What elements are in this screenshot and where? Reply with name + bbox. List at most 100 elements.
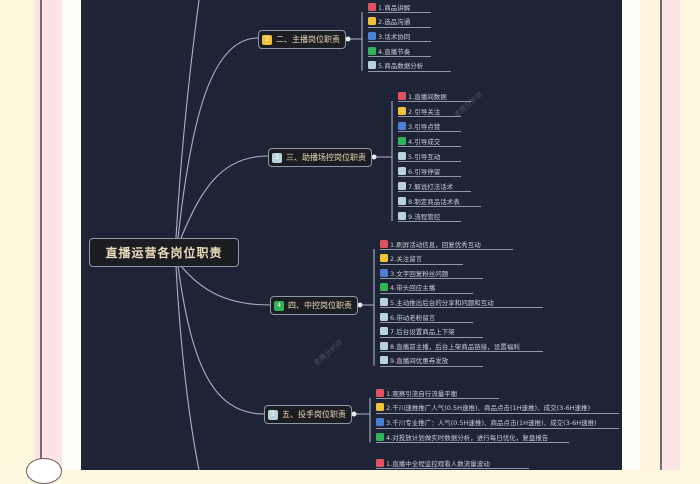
branch-number-icon: 5 (268, 409, 278, 420)
leaf-item[interactable]: 6.引导停留 (398, 165, 461, 177)
collapse-handle[interactable] (345, 36, 351, 42)
priority-badge-icon (376, 403, 384, 412)
leaf-item[interactable]: 1.商品讲解 (368, 1, 431, 13)
leaf-item[interactable]: 8.制定商品话术表 (398, 195, 481, 207)
leaf-item[interactable]: 6.带动老粉留言 (380, 311, 473, 323)
priority-badge-icon (398, 166, 406, 175)
priority-badge-icon (368, 17, 376, 26)
branch-node[interactable]: 4 四、中控岗位职责 (270, 296, 358, 315)
leaf-item[interactable]: 3.话术协同 (368, 30, 431, 43)
leaf-label: 5.主动推出后台的分享和问题和互动 (390, 298, 494, 307)
priority-badge-icon (368, 31, 376, 40)
connector-branch-5 (177, 265, 265, 415)
priority-badge-icon (368, 61, 376, 70)
collapse-handle[interactable] (357, 302, 363, 308)
branch-number-icon: 3 (272, 152, 282, 163)
leaf-label: 2.千川速推推广人气(0.5H速推)、商品点击(1H速推)、成交(3-6H速推) (386, 404, 591, 413)
priority-badge-icon (376, 458, 384, 467)
pink-stripe-right (662, 0, 680, 470)
leaf-label: 3.文字回复粉丝问题 (390, 269, 449, 278)
leaf-label: 3.引导点赞 (408, 122, 441, 131)
branch-label: 四、中控岗位职责 (288, 301, 352, 310)
cream-border-left (0, 0, 35, 470)
leaf-label: 4.直播节奏 (378, 47, 411, 56)
leaf-item[interactable]: 2.选品沟通 (368, 16, 431, 28)
leaf-doodle (26, 458, 62, 484)
binder-line-right (660, 0, 662, 470)
priority-badge-icon (380, 297, 388, 306)
leaf-label: 8.直播前主播，后台上架商品链接，设置福利 (390, 342, 520, 351)
leaf-item[interactable]: 5.主动推出后台的分享和问题和互动 (380, 296, 543, 309)
priority-badge-icon (398, 91, 406, 100)
branch-number-icon: 2 (262, 34, 272, 45)
leaf-item[interactable]: 9.直播间优惠券发放 (380, 355, 483, 367)
connector-lines (175, 0, 393, 470)
priority-badge-icon (376, 418, 384, 427)
connector-branch-2 (177, 37, 259, 239)
leaf-item[interactable]: 4.对投放计划做实时数据分析，进行每日优化，复盘报告 (376, 431, 569, 444)
branch-number-icon: 4 (274, 300, 284, 311)
leaf-label: 2.关注留言 (390, 255, 423, 264)
white-margin-left (62, 0, 81, 470)
leaf-item[interactable]: 1.直播间数据 (398, 90, 471, 102)
leaf-item[interactable]: 2.关注留言 (380, 253, 463, 265)
leaf-item[interactable]: 2.引导关注 (398, 105, 461, 117)
leaf-label: 5.商品数据分析 (378, 62, 424, 71)
leaf-label: 1.观察引流自行流量平衡 (386, 389, 458, 398)
leaf-label: 1.商品讲解 (378, 3, 411, 12)
collapse-handle[interactable] (351, 411, 357, 417)
priority-badge-icon (368, 2, 376, 11)
priority-badge-icon (380, 268, 388, 277)
priority-badge-icon (380, 254, 388, 263)
branch-node[interactable]: 3 三、助播场控岗位职责 (268, 148, 372, 167)
leaf-label: 5.引导互动 (408, 152, 441, 161)
priority-badge-icon (380, 341, 388, 350)
leaf-item[interactable]: 1.刷屏活动信息，回复优秀互动 (380, 238, 513, 250)
priority-badge-icon (368, 46, 376, 55)
white-margin-right (622, 0, 640, 470)
leaf-item[interactable]: 4.直播节奏 (368, 45, 431, 58)
leaf-item[interactable]: 5.商品数据分析 (368, 60, 451, 72)
leaf-item[interactable]: 4.引导成交 (398, 135, 461, 147)
leaf-label: 8.制定商品话术表 (408, 197, 460, 206)
binder-line-left (40, 0, 42, 470)
leaf-label: 6.引导停留 (408, 167, 441, 176)
leaf-label: 6.带动老粉留言 (390, 313, 436, 322)
leaf-item[interactable]: 7.后台设置商品上下架 (380, 326, 483, 338)
leaf-label: 1.直播中全程监控观看人数流量波动 (386, 459, 490, 468)
leaf-item[interactable]: 3.千川专业推广：人气(0.5H速推)、商品点击(1H速推)、成交(3-6H速推… (376, 417, 619, 429)
priority-badge-icon (398, 211, 406, 220)
priority-badge-icon (376, 388, 384, 397)
collapse-handle[interactable] (371, 154, 377, 160)
pink-stripe-left (35, 0, 62, 470)
leaf-item[interactable]: 3.文字回复粉丝问题 (380, 267, 483, 280)
leaf-label: 2.选品沟通 (378, 18, 411, 27)
bracket-line (372, 101, 393, 221)
root-node[interactable]: 直播运营各岗位职责 (89, 238, 239, 267)
leaf-item[interactable]: 1.观察引流自行流量平衡 (376, 387, 499, 399)
leaf-item[interactable]: 8.直播前主播，后台上架商品链接，设置福利 (380, 340, 543, 353)
leaf-label: 4.引导成交 (408, 137, 441, 146)
leaf-item[interactable]: 4.带头回应主播 (380, 282, 473, 294)
leaf-label: 9.流程管控 (408, 212, 441, 221)
leaf-item[interactable]: 9.流程管控 (398, 210, 461, 222)
leaf-label: 4.带头回应主播 (390, 284, 436, 293)
leaf-item[interactable]: 2.千川速推推广人气(0.5H速推)、商品点击(1H速推)、成交(3-6H速推) (376, 402, 619, 414)
leaf-label: 7.后台设置商品上下架 (390, 328, 455, 337)
priority-badge-icon (398, 181, 406, 190)
priority-badge-icon (398, 106, 406, 115)
leaf-item[interactable]: 7.解说打法话术 (398, 180, 471, 192)
leaf-label: 7.解说打法话术 (408, 182, 454, 191)
branch-label: 三、助播场控岗位职责 (286, 153, 366, 162)
priority-badge-icon (380, 356, 388, 365)
priority-badge-icon (380, 283, 388, 292)
leaf-item[interactable]: 5.引导互动 (398, 150, 461, 162)
bracket-line (352, 398, 371, 443)
priority-badge-icon (376, 432, 384, 441)
leaf-item[interactable]: 1.直播中全程监控观看人数流量波动 (376, 457, 529, 469)
leaf-label: 2.引导关注 (408, 107, 441, 116)
leaf-item[interactable]: 3.引导点赞 (398, 120, 461, 132)
